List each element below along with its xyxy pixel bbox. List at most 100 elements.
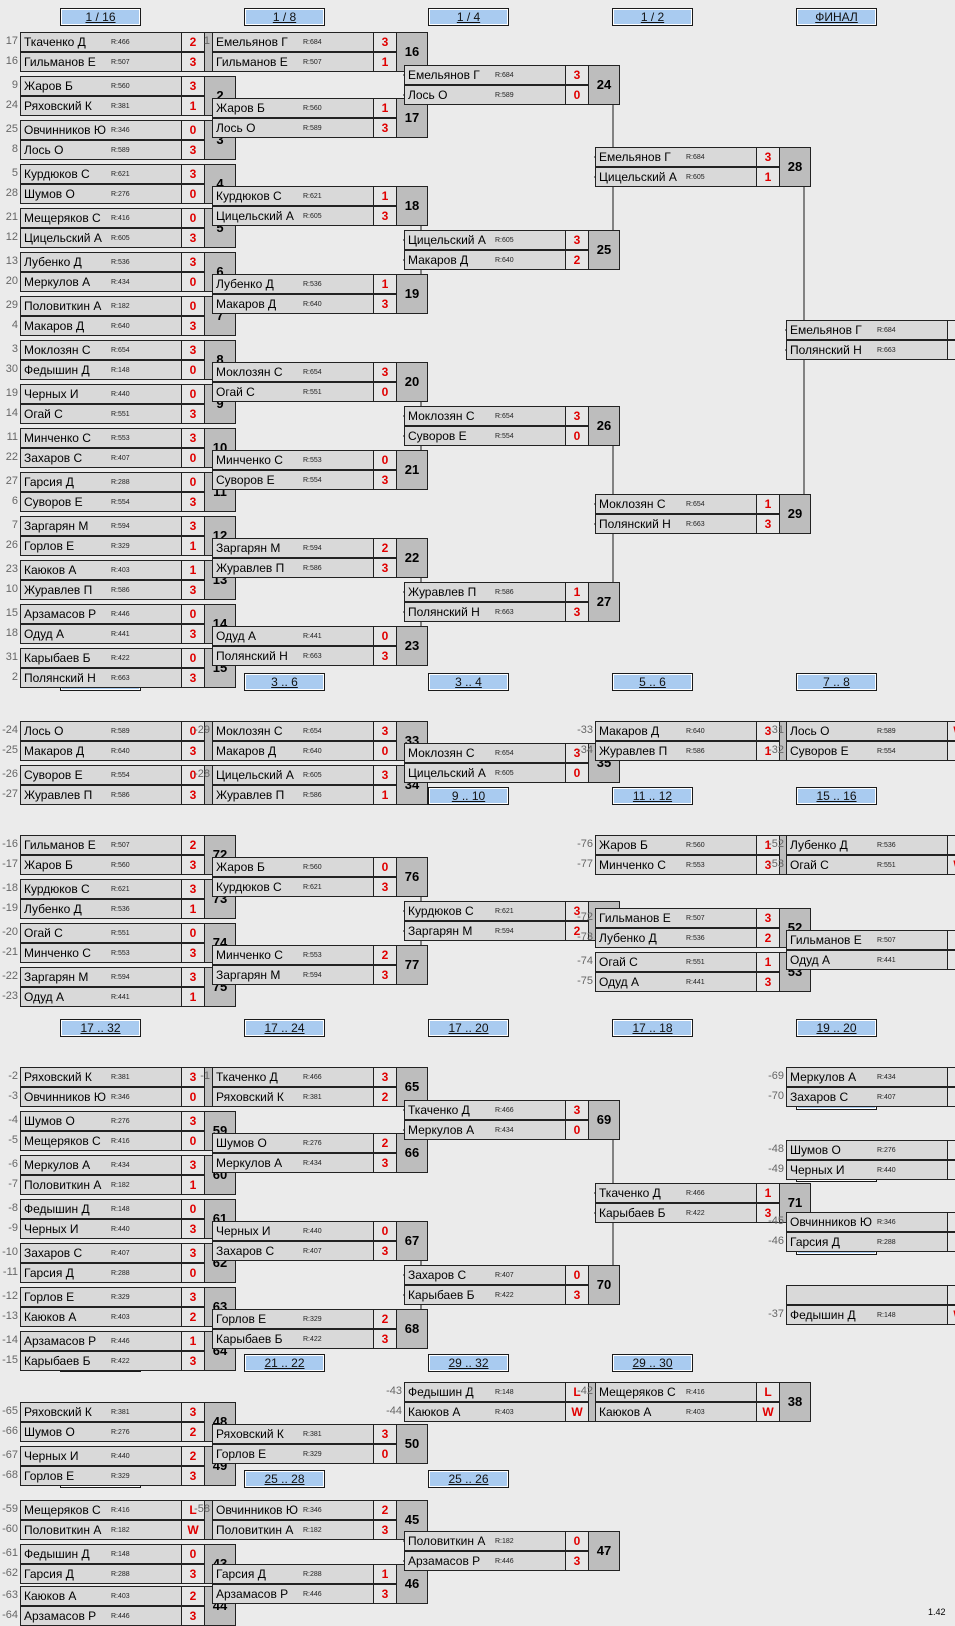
player-name: Цицельский А	[216, 768, 294, 782]
player-score: 1	[181, 988, 204, 1006]
player-seed: -52	[768, 838, 784, 850]
player-seed: -76	[577, 838, 593, 850]
player-seed: 22	[5, 451, 18, 463]
player-score: 3	[373, 722, 396, 740]
player-name: Федышин Д	[408, 1385, 474, 1399]
player-score: 3	[373, 559, 396, 577]
player-name: Гарсия Д	[24, 1266, 74, 1280]
player-name: Цицельский А	[24, 231, 102, 245]
match-number: 29	[779, 494, 811, 534]
player-score: 2	[181, 836, 204, 854]
player-score: 0	[373, 627, 396, 645]
player-score: 3	[181, 1352, 204, 1370]
player-rating: R:346	[303, 1507, 322, 1514]
player-rating: R:536	[877, 842, 896, 849]
player-rating: R:466	[495, 1107, 514, 1114]
player-seed: -18	[2, 882, 18, 894]
player-seed: -11	[2, 1266, 18, 1278]
player-score: 3	[181, 493, 204, 511]
player-score: 3	[373, 295, 396, 313]
player-score: 3	[565, 902, 588, 920]
player-rating: R:381	[111, 1074, 130, 1081]
player-rating: R:440	[111, 1453, 130, 1460]
player-seed: 23	[5, 563, 18, 575]
player-score: 3	[373, 766, 396, 784]
player-seed: -9	[8, 1222, 18, 1234]
player-rating: R:586	[111, 587, 130, 594]
player-score: 1	[756, 953, 779, 971]
player-rating: R:422	[111, 1358, 130, 1365]
player-score: 0	[565, 1266, 588, 1284]
player-seed: 27	[5, 475, 18, 487]
player-seed: -42	[577, 1385, 593, 1397]
player-rating: R:553	[111, 950, 130, 957]
player-name: Суворов Е	[24, 495, 83, 509]
player-score: 0	[181, 473, 204, 491]
player-name: Журавлев П	[24, 788, 93, 802]
player-score: 0	[181, 121, 204, 139]
player-score: 3	[181, 786, 204, 804]
player-score: 3	[373, 1068, 396, 1086]
player-rating: R:288	[303, 1571, 322, 1578]
player-score: 3	[756, 722, 779, 740]
player-rating: R:605	[495, 770, 514, 777]
player-seed: -5	[8, 1134, 18, 1146]
player-name: Полянский Н	[216, 649, 288, 663]
player-seed: -77	[577, 858, 593, 870]
player-name: Огай С	[24, 407, 63, 421]
player-seed: 24	[5, 99, 18, 111]
player-name: Федышин Д	[24, 1547, 90, 1561]
player-seed: -69	[768, 1070, 784, 1082]
match-number: 27	[588, 582, 620, 622]
player-seed: -31	[768, 724, 784, 736]
player-score: 0	[373, 1445, 396, 1463]
player-rating: R:589	[303, 125, 322, 132]
player-rating: R:621	[111, 171, 130, 178]
player-rating: R:329	[303, 1316, 322, 1323]
player-rating: R:403	[111, 1314, 130, 1321]
player-rating: R:441	[303, 633, 322, 640]
player-score: 1	[947, 341, 955, 359]
round-label: 3 .. 6	[244, 673, 325, 691]
player-rating: R:586	[303, 792, 322, 799]
player-name: Полянский Н	[790, 343, 862, 357]
player-row: Овчинников ЮR:3461	[786, 1212, 955, 1232]
player-rating: R:586	[686, 748, 705, 755]
player-name: Лубенко Д	[24, 902, 82, 916]
match-number: 22	[396, 538, 428, 578]
player-seed: -10	[2, 1246, 18, 1258]
player-name: Полянский Н	[408, 605, 480, 619]
player-rating: R:560	[686, 842, 705, 849]
